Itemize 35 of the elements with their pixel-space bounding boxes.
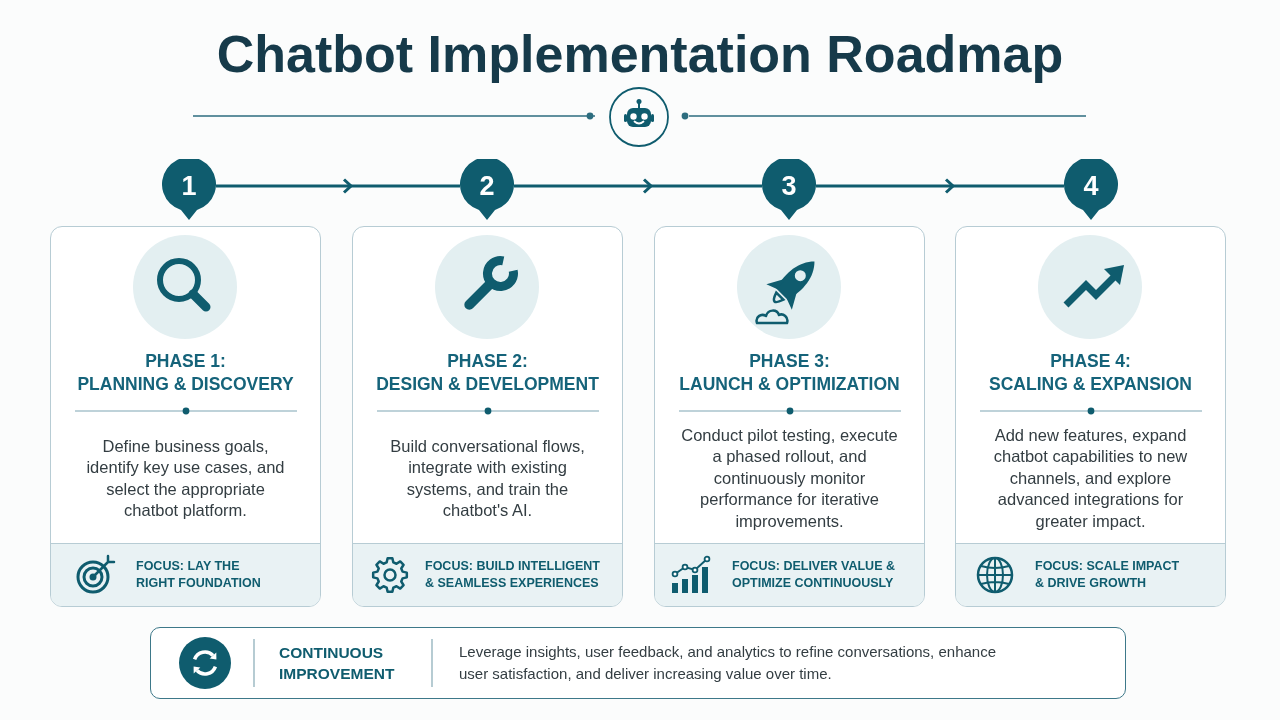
phase-description: Define business goals, identify key use cases, and select the appropriate chatbot platform. [85,435,286,521]
info-banner [150,627,1126,699]
step-number: 2 [479,172,495,200]
phase-description: Add new features, expand chatbot capabilities to new channels, and explore advanced integrations for greater impact. [992,424,1189,532]
phase-description: Build conversational flows, integrate with existing systems, and train the chatbot's AI. [389,435,586,521]
focus-band [51,543,320,606]
phase-label: PHASE 3: [749,350,830,373]
focus-text: FOCUS: LAY THE RIGHT FOUNDATION [136,558,262,592]
phase-title: PLANNING & DISCOVERY [77,373,294,396]
step-number: 4 [1083,172,1099,200]
focus-band [655,543,924,606]
banner-text: Leverage insights, user feedback, and analytics to refine conversations, enhance user satisfaction, and deliver increasing value over time. [459,642,997,684]
phase-title: SCALING & EXPANSION [989,373,1192,396]
phase-title: LAUNCH & OPTIMIZATION [679,373,900,396]
step-number: 3 [781,172,797,200]
phase-description: Conduct pilot testing, execute a phased rollout, and continuously monitor performance for iterative improvements. [680,424,899,532]
title: Chatbot Implementation Roadmap [216,24,1064,84]
focus-band [956,543,1225,606]
phase-card [352,226,623,607]
focus-text: FOCUS: BUILD INTELLIGENT & SEAMLESS EXPERIENCES [425,558,601,592]
focus-text: FOCUS: SCALE IMPACT & DRIVE GROWTH [1035,558,1181,592]
phase-label: PHASE 4: [1050,350,1131,373]
arrow [514,178,762,194]
arrow [816,178,1064,194]
phase-card [654,226,925,607]
focus-band [353,543,622,606]
step-number: 1 [181,172,197,200]
focus-text: FOCUS: DELIVER VALUE & OPTIMIZE CONTINUOUSLY [732,558,896,592]
phase-card [50,226,321,607]
phase-title: DESIGN & DEVELOPMENT [376,373,599,396]
phase-label: PHASE 2: [447,350,528,373]
phase-label: PHASE 1: [145,350,226,373]
banner-title: CONTINUOUS IMPROVEMENT [279,643,395,684]
arrow [216,178,460,194]
phase-card [955,226,1226,607]
